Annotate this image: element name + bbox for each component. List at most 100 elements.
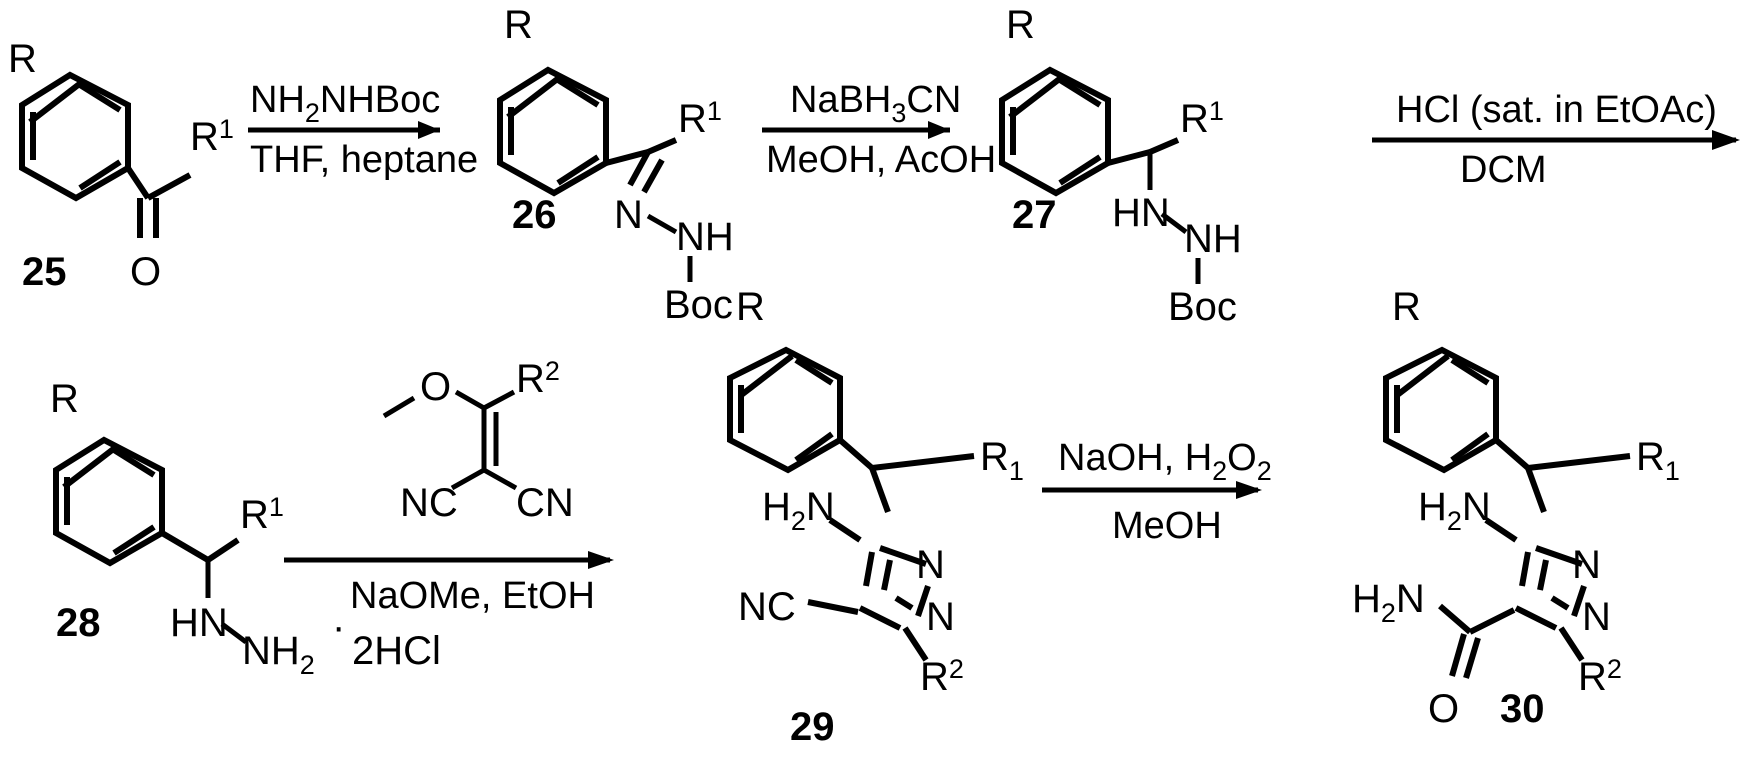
variable-attachment-bond-26 — [506, 74, 562, 120]
salt-label-28: 2HCl — [352, 629, 441, 673]
label-O-reagent: O — [420, 365, 451, 409]
bond-imine-c-to-r1-26 — [646, 137, 678, 155]
bond-ring-to-ch-30 — [1494, 437, 1530, 471]
variable-attachment-bond-29 — [738, 353, 794, 399]
label-R1-27: R1 — [1180, 96, 1224, 141]
bond-methyl-o-reagent — [382, 395, 416, 419]
label-amide-H2N-30: H2N — [1352, 577, 1425, 628]
bond-n-carbonyl-30 — [1438, 603, 1472, 635]
benzene-ring-30 — [1383, 346, 1499, 474]
label-R1-26: R1 — [678, 96, 722, 141]
salt-dot-28: · — [332, 605, 345, 649]
label-N1-29: N — [916, 543, 945, 587]
bond-hn-nh-27 — [1160, 212, 1188, 234]
benzene-ring-26 — [497, 66, 609, 197]
label-R-25: R — [8, 37, 37, 81]
compound-30: R R1 N N H2N H2N O R2 30 — [1352, 285, 1680, 731]
reaction-arrow-5: NaOH, H2O2 MeOH — [1042, 437, 1272, 547]
bond-c-ncright-reagent — [482, 467, 518, 491]
label-Boc-27: Boc — [1168, 285, 1237, 329]
reagents-step-5: NaOH, H2O2 — [1058, 437, 1272, 486]
conditions-step-3: DCM — [1460, 149, 1547, 191]
bond-c4-cn-29 — [807, 599, 859, 615]
benzene-ring-25 — [19, 71, 131, 202]
compound-number-28: 28 — [56, 601, 101, 645]
label-R1-25: R1 — [190, 114, 234, 159]
bond-c-o-a-30 — [1449, 633, 1467, 677]
bond-carbonyl-c4-30 — [1468, 607, 1516, 635]
label-Boc-26: Boc — [664, 283, 733, 327]
label-NC-reagent: NC — [400, 481, 458, 525]
label-R-28: R — [50, 377, 79, 421]
bond-ring-to-ch-27 — [1107, 149, 1151, 166]
bond-ring-to-imine-c-26 — [605, 149, 649, 166]
bond-ring-to-carbonyl-25 — [125, 166, 151, 200]
variable-attachment-bond-28 — [62, 444, 118, 490]
bond-c-n-a-26 — [627, 150, 651, 187]
label-R2-29: R2 — [920, 654, 964, 699]
reagents-step-2: NaBH3CN — [790, 79, 961, 128]
reaction-arrow-2: NaBH3CN MeOH, AcOH — [762, 79, 996, 181]
bond-carbonyl-to-r1-25 — [146, 172, 192, 201]
reagents-step-3: HCl (sat. in EtOAc) — [1396, 89, 1717, 131]
conditions-step-2: MeOH, AcOH — [766, 139, 996, 181]
label-amide-O-30: O — [1428, 687, 1459, 731]
compound-29: R R1 N N H2N NC R2 29 — [727, 285, 1024, 749]
label-O-25: O — [130, 250, 161, 294]
compound-26: R R1 N NH Boc 26 — [497, 3, 734, 327]
benzene-ring-29 — [727, 346, 843, 474]
bond-hn-nh2-28 — [220, 622, 248, 644]
label-R-26: R — [504, 3, 533, 47]
reagent-structure-step-4: O R2 NC CN — [382, 356, 574, 525]
bond-ch-to-r1-30 — [1527, 453, 1631, 471]
label-R-30: R — [1392, 285, 1421, 329]
label-R1-28: R1 — [240, 492, 284, 537]
benzene-ring-27 — [999, 66, 1111, 197]
compound-number-29: 29 — [790, 705, 835, 749]
reaction-arrow-1: NH2NHBoc THF, heptane — [248, 79, 478, 181]
bond-c-ncleft-reagent — [450, 467, 486, 491]
label-R2-30: R2 — [1578, 654, 1622, 699]
compound-25: R O R1 25 — [8, 37, 234, 294]
bond-c-o-b-30 — [1463, 637, 1481, 679]
reagents-step-1: NH2NHBoc — [250, 79, 440, 128]
reaction-arrow-3: HCl (sat. in EtOAc) DCM — [1372, 89, 1740, 191]
label-N1-30: N — [1572, 543, 1601, 587]
reaction-arrow-4: O R2 NC CN NaOMe, EtOH — [284, 356, 614, 617]
label-N-imine-26: N — [614, 193, 643, 237]
label-R-29: R — [736, 285, 765, 329]
label-NH-26: NH — [676, 215, 734, 259]
variable-attachment-bond-27 — [1008, 74, 1064, 120]
bond-ch-to-n1-30 — [1525, 466, 1547, 514]
pyrazole-ring-30 — [1514, 545, 1587, 631]
compound-number-30: 30 — [1500, 687, 1545, 731]
label-N2-29: N — [926, 595, 955, 639]
label-HN-28: HN — [170, 601, 228, 645]
compound-number-25: 25 — [22, 250, 67, 294]
bond-ch-to-r1-29 — [871, 453, 975, 471]
label-CN-reagent: CN — [516, 481, 574, 525]
bond-c5-nh2-29 — [828, 517, 862, 543]
label-NH-27: NH — [1184, 217, 1242, 261]
bond-ring-to-ch-28 — [160, 530, 210, 563]
bond-c-n-b-26 — [641, 158, 665, 194]
label-R1-29: R1 — [980, 435, 1024, 486]
label-R1-30: R1 — [1636, 435, 1680, 486]
bond-ch-to-n1-29 — [869, 466, 891, 514]
pyrazole-ring-29 — [858, 545, 931, 631]
compound-27: R R1 HN NH Boc 27 — [999, 3, 1242, 329]
compound-number-27: 27 — [1012, 193, 1057, 237]
bond-ch-to-r1-28 — [206, 537, 240, 563]
compound-number-26: 26 — [512, 193, 557, 237]
bond-ring-to-ch-29 — [838, 437, 874, 471]
conditions-step-4: NaOMe, EtOH — [350, 575, 595, 617]
bond-c3-r2-30 — [1558, 626, 1585, 662]
label-N2-30: N — [1582, 595, 1611, 639]
bond-c3-r2-29 — [902, 626, 929, 662]
conditions-step-1: THF, heptane — [250, 139, 478, 181]
variable-attachment-bond-25 — [28, 79, 84, 125]
label-H2N-29: H2N — [762, 485, 835, 536]
label-HN-27: HN — [1112, 191, 1170, 235]
bond-n-nh-26 — [646, 213, 678, 235]
